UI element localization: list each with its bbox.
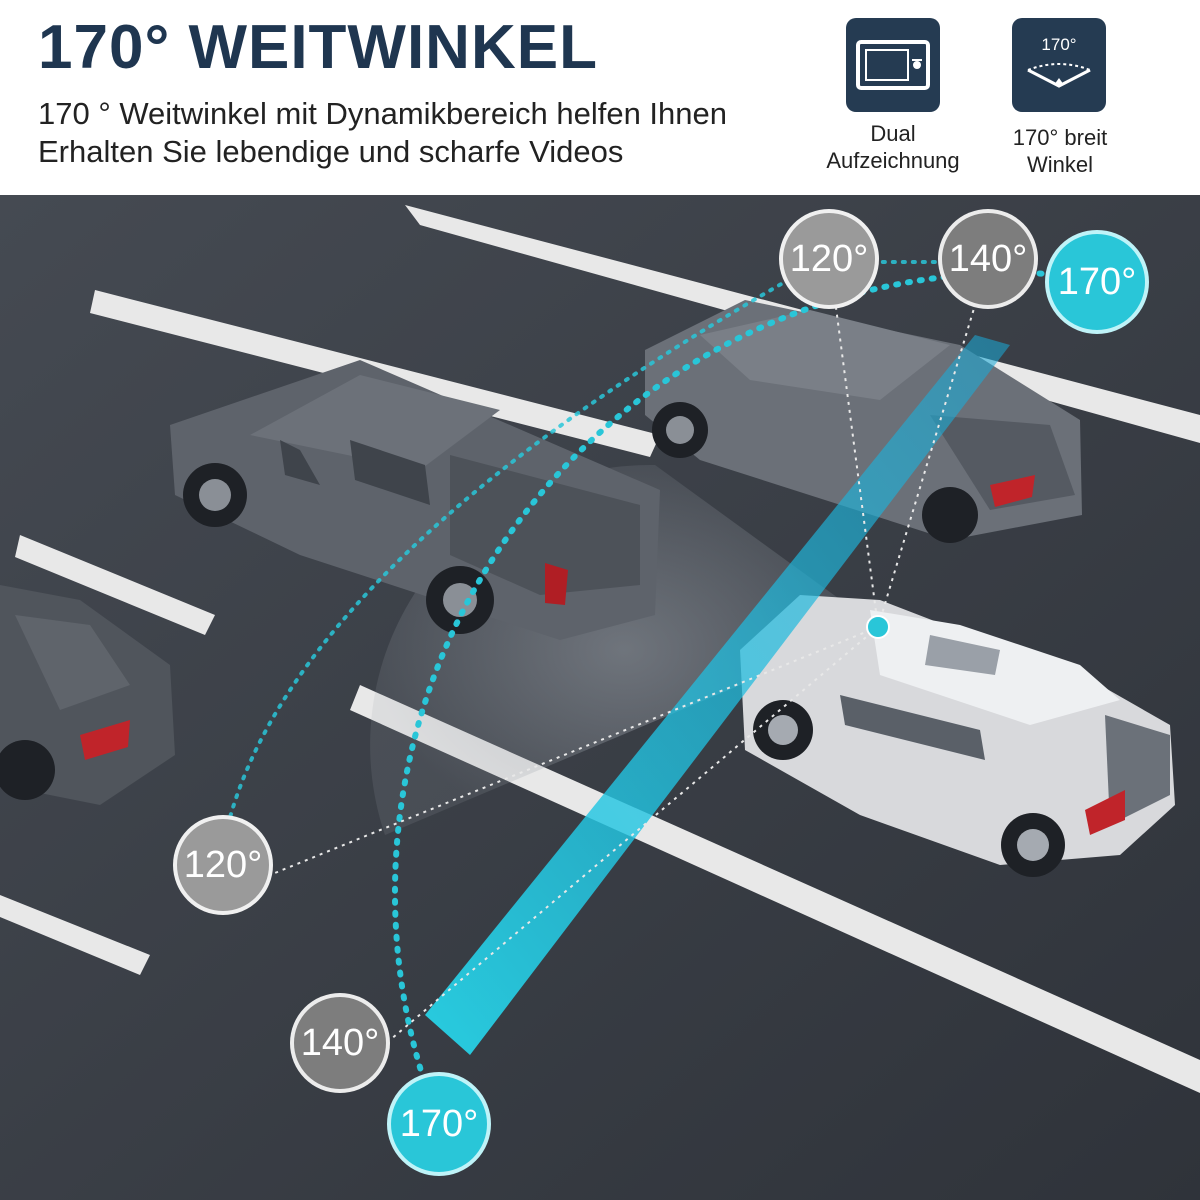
angle-badge-left-170: 170° <box>387 1072 491 1176</box>
feature-label-line: Dual <box>870 121 916 146</box>
description-line-1: 170 ° Weitwinkel mit Dynamikbereich helf… <box>38 96 727 131</box>
angle-badge-left-140: 140° <box>290 993 390 1093</box>
angle-badge-left-120: 120° <box>173 815 273 915</box>
feature-label-line: Aufzeichnung <box>826 148 960 173</box>
pickup-truck <box>170 360 660 640</box>
angle-badge-top-140: 140° <box>938 209 1038 309</box>
wide-angle-icon-text: 170° <box>1041 35 1076 54</box>
angle-leader-lines <box>269 261 989 1041</box>
angle-badge-top-170: 170° <box>1045 230 1149 334</box>
angle-arc-outer <box>392 270 1088 1128</box>
road-scene: 120° 140° 170° 120° 140° 170° <box>0 195 1200 1200</box>
description-line-2: Erhalten Sie lebendige und scharfe Video… <box>38 134 624 169</box>
angle-arc-inner <box>218 260 992 867</box>
white-suv <box>740 595 1175 877</box>
angle-badge-top-120: 120° <box>779 209 879 309</box>
page-title: 170° WEITWINKEL <box>38 13 598 82</box>
feature-label-dual-recording: Dual Aufzeichnung <box>800 120 986 174</box>
sedan-dark-left <box>0 585 175 805</box>
feature-label-line: 170° breit <box>1012 125 1108 150</box>
dual-screen-icon <box>846 18 940 112</box>
header: 170° WEITWINKEL 170 ° Weitwinkel mit Dyn… <box>0 0 1200 195</box>
camera-point <box>866 615 890 639</box>
feature-label-line: Winkel <box>1026 152 1093 177</box>
wide-angle-icon: 170° <box>1012 18 1106 112</box>
feature-label-wide-angle: 170° breit Winkel <box>985 124 1135 178</box>
